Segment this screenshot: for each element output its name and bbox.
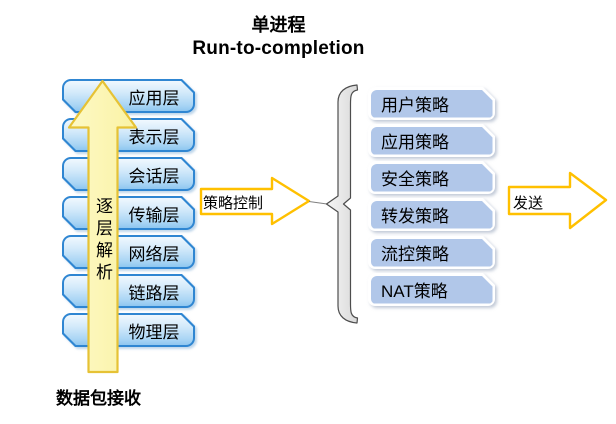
layer-box-link: 链路层 (62, 274, 195, 308)
brace-connector-line (308, 201, 328, 205)
policy-label: 流控策略 (381, 245, 449, 264)
layer-label: 传输层 (128, 205, 180, 225)
title-line-chinese: 单进程 (251, 15, 306, 35)
layer-box-session: 会话层 (62, 157, 195, 191)
layer-box-application: 应用层 (62, 79, 195, 113)
policy-label: 应用策略 (381, 133, 449, 152)
policy-label: 安全策略 (381, 170, 449, 189)
layer-box-physical: 物理层 (62, 313, 195, 347)
layer-label: 表示层 (128, 127, 180, 147)
up-arrow-label: 逐层解析 (93, 197, 112, 285)
layer-label: 会话层 (128, 166, 180, 186)
policy-label: 转发策略 (381, 207, 449, 226)
policy-box-forward: 转发策略 (368, 198, 495, 231)
diagram-title: 单进程 Run-to-completion (136, 14, 421, 61)
layer-label: 物理层 (128, 322, 180, 342)
layer-box-transport: 传输层 (62, 196, 195, 230)
packet-receive-caption: 数据包接收 (56, 389, 141, 408)
layer-label: 网络层 (128, 244, 180, 264)
layer-label: 链路层 (128, 283, 180, 303)
up-arrow-label-wrap: 逐层解析 (88, 197, 117, 305)
left-curly-brace (325, 84, 359, 324)
policy-box-user: 用户策略 (368, 87, 495, 120)
policy-control-label: 策略控制 (203, 195, 264, 212)
layer-label: 应用层 (128, 88, 180, 108)
policy-label: 用户策略 (381, 96, 449, 115)
title-line-english: Run-to-completion (192, 38, 365, 60)
layer-box-network: 网络层 (62, 235, 195, 269)
policy-label: NAT策略 (381, 282, 448, 301)
policy-box-security: 安全策略 (368, 161, 495, 194)
policy-box-flowctrl: 流控策略 (368, 236, 495, 269)
policy-box-app: 应用策略 (368, 124, 495, 157)
send-arrow-label: 发送 (513, 195, 544, 212)
layer-box-presentation: 表示层 (62, 118, 195, 152)
policy-box-nat: NAT策略 (368, 273, 495, 306)
